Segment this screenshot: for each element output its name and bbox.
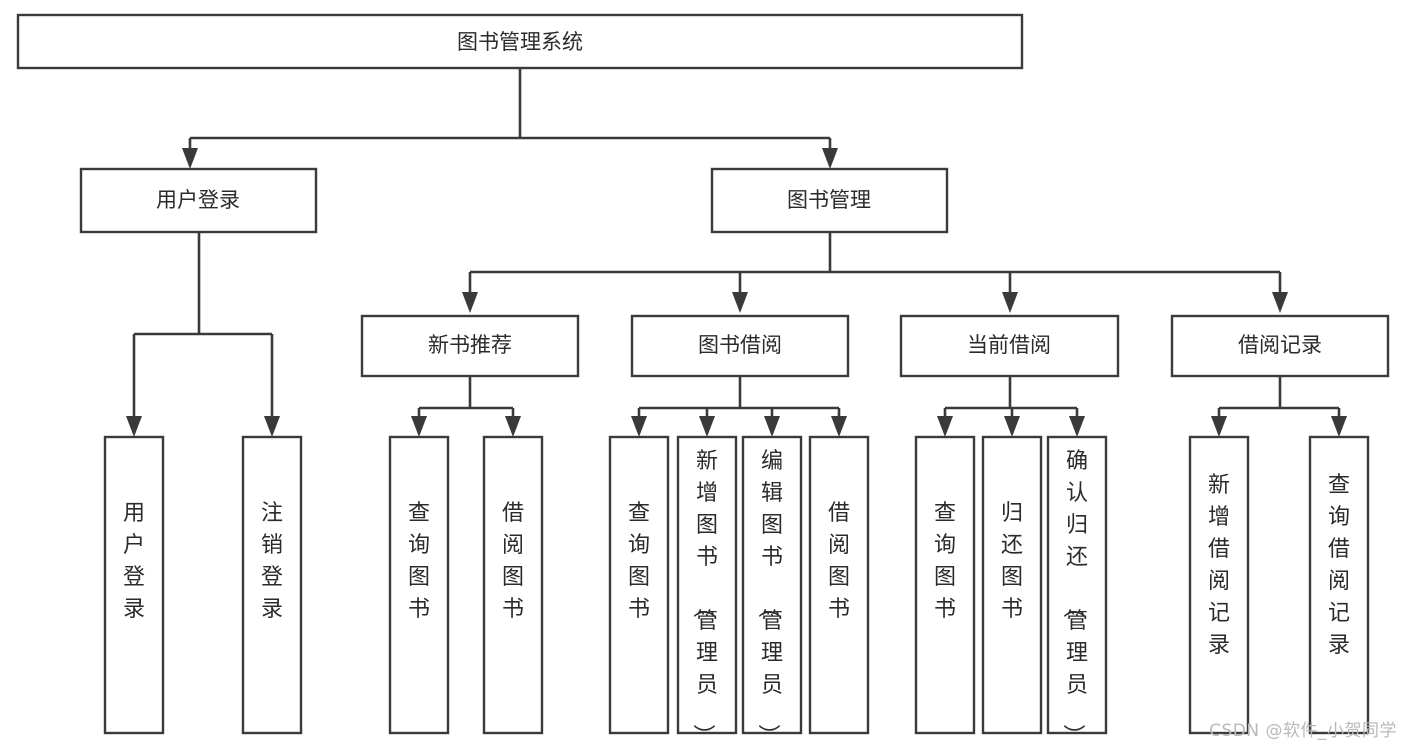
arrow-head-icon: [1004, 416, 1020, 437]
node-leaf-box[interactable]: [608, 435, 670, 735]
node-leaf-label: 编辑图书（管理员）: [755, 449, 783, 746]
connectors-new-books-to-leaves: [411, 376, 521, 437]
node-leaf[interactable]: 查询图书: [608, 435, 670, 735]
node-leaf[interactable]: 新增借阅记录: [1188, 435, 1250, 735]
node-book-management[interactable]: 图书管理: [710, 167, 949, 234]
node-root[interactable]: 图书管理系统: [16, 13, 1024, 70]
connectors-current-to-leaves: [937, 376, 1085, 437]
arrow-head-icon: [182, 148, 198, 169]
node-leaf[interactable]: 归还图书: [981, 435, 1043, 735]
node-user-login-box[interactable]: [79, 167, 318, 234]
arrow-head-icon: [1211, 416, 1227, 437]
node-leaf-box[interactable]: [741, 435, 803, 735]
arrow-head-icon: [937, 416, 953, 437]
connectors-user-login-to-leaves: [126, 232, 280, 437]
node-new-book-recommend-box[interactable]: [360, 314, 580, 378]
node-leaf[interactable]: 用户登录: [103, 435, 165, 735]
arrow-head-icon: [764, 416, 780, 437]
arrow-head-icon: [505, 416, 521, 437]
arrow-head-icon: [264, 416, 280, 437]
node-leaf-label: 用户登录: [123, 501, 145, 622]
arrow-head-icon: [699, 416, 715, 437]
arrow-head-icon: [126, 416, 142, 437]
node-leaf[interactable]: 借阅图书: [808, 435, 870, 735]
node-leaf-label: 查询图书: [408, 501, 430, 622]
node-leaf[interactable]: 编辑图书（管理员）: [741, 435, 803, 746]
node-leaf[interactable]: 新增图书（管理员）: [676, 435, 738, 746]
node-leaf-box[interactable]: [241, 435, 303, 735]
node-leaf-label: 确认归还（管理员）: [1060, 449, 1088, 746]
node-leaf-label: 查询借阅记录: [1328, 473, 1350, 658]
node-leaf[interactable]: 确认归还（管理员）: [1046, 435, 1108, 746]
node-leaf[interactable]: 借阅图书: [482, 435, 544, 735]
node-user-login-label: 用户登录: [156, 188, 240, 212]
connectors-records-to-leaves: [1211, 376, 1347, 437]
arrow-head-icon: [1002, 292, 1018, 313]
arrow-head-icon: [831, 416, 847, 437]
node-leaf-label: 新增借阅记录: [1208, 473, 1230, 658]
node-leaf-label: 新增图书（管理员）: [690, 449, 718, 746]
node-leaf-box[interactable]: [1046, 435, 1108, 735]
node-leaf[interactable]: 注销登录: [241, 435, 303, 735]
node-borrow-records[interactable]: 借阅记录: [1170, 314, 1390, 378]
node-leaf-label: 查询图书: [934, 501, 956, 622]
arrow-head-icon: [1069, 416, 1085, 437]
connectors-root-to-level2: [182, 68, 838, 169]
node-book-borrow-label: 图书借阅: [698, 333, 782, 357]
node-leaf-label: 归还图书: [1001, 501, 1023, 622]
node-current-borrow-box[interactable]: [899, 314, 1120, 378]
node-leaf[interactable]: 查询借阅记录: [1308, 435, 1370, 735]
node-leaf-box[interactable]: [914, 435, 976, 735]
node-leaf[interactable]: 查询图书: [914, 435, 976, 735]
node-leaf-box[interactable]: [1188, 435, 1250, 735]
node-user-login[interactable]: 用户登录: [79, 167, 318, 234]
node-new-book-recommend-label: 新书推荐: [428, 333, 512, 357]
node-leaf-box[interactable]: [981, 435, 1043, 735]
arrow-head-icon: [822, 148, 838, 169]
node-borrow-records-label: 借阅记录: [1238, 333, 1322, 357]
node-leaf-label: 注销登录: [261, 501, 283, 622]
node-borrow-records-box[interactable]: [1170, 314, 1390, 378]
node-root-box[interactable]: [16, 13, 1024, 70]
node-leaf-box[interactable]: [808, 435, 870, 735]
arrow-head-icon: [631, 416, 647, 437]
node-book-borrow-box[interactable]: [630, 314, 850, 378]
node-leaf-box[interactable]: [1308, 435, 1370, 735]
arrow-head-icon: [411, 416, 427, 437]
node-leaf-box[interactable]: [103, 435, 165, 735]
node-new-book-recommend[interactable]: 新书推荐: [360, 314, 580, 378]
connectors-borrow-to-leaves: [631, 376, 847, 437]
arrow-head-icon: [462, 292, 478, 313]
node-root-label: 图书管理系统: [457, 30, 583, 54]
node-leaf-box[interactable]: [482, 435, 544, 735]
connectors-book-mgmt-to-level3: [462, 232, 1288, 313]
node-current-borrow-label: 当前借阅: [967, 333, 1051, 357]
node-leaf-label: 查询图书: [628, 501, 650, 622]
node-leaf[interactable]: 查询图书: [388, 435, 450, 735]
node-book-management-label: 图书管理: [787, 188, 871, 212]
node-book-management-box[interactable]: [710, 167, 949, 234]
arrow-head-icon: [732, 292, 748, 313]
node-current-borrow[interactable]: 当前借阅: [899, 314, 1120, 378]
node-leaf-label: 借阅图书: [502, 501, 524, 622]
arrow-head-icon: [1331, 416, 1347, 437]
node-leaf-label: 借阅图书: [828, 501, 850, 622]
arrow-head-icon: [1272, 292, 1288, 313]
node-book-borrow[interactable]: 图书借阅: [630, 314, 850, 378]
node-leaf-box[interactable]: [388, 435, 450, 735]
node-leaf-box[interactable]: [676, 435, 738, 735]
